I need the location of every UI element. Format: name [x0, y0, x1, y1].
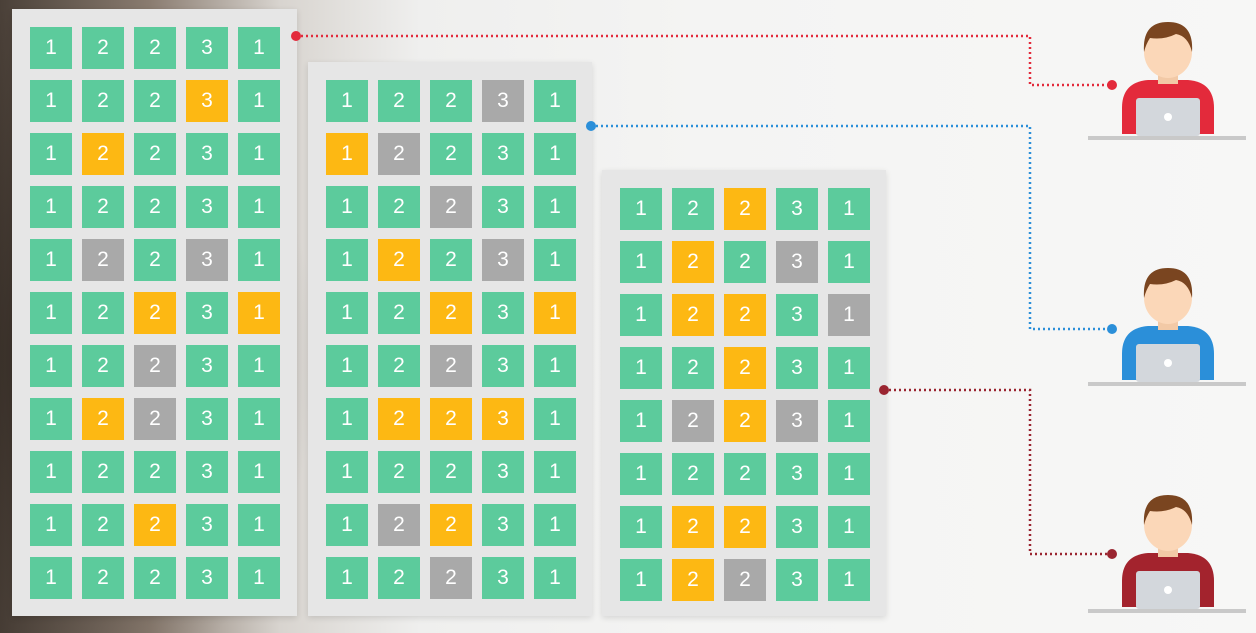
- desk-line: [1088, 136, 1246, 140]
- laptop-icon: [1136, 571, 1200, 609]
- laptop-icon: [1136, 98, 1200, 136]
- link-darkred-line: [884, 390, 1112, 554]
- user-red-avatar: [1088, 12, 1248, 142]
- link-red-line: [296, 36, 1112, 85]
- link-darkred: [879, 385, 1117, 559]
- link-red: [291, 31, 1117, 90]
- user-blue-avatar: [1088, 258, 1248, 388]
- link-blue: [586, 121, 1117, 334]
- desk-line: [1088, 609, 1246, 613]
- laptop-icon: [1136, 344, 1200, 382]
- user-darkred-avatar: [1088, 485, 1248, 615]
- desk-line: [1088, 382, 1246, 386]
- link-blue-line: [591, 126, 1112, 329]
